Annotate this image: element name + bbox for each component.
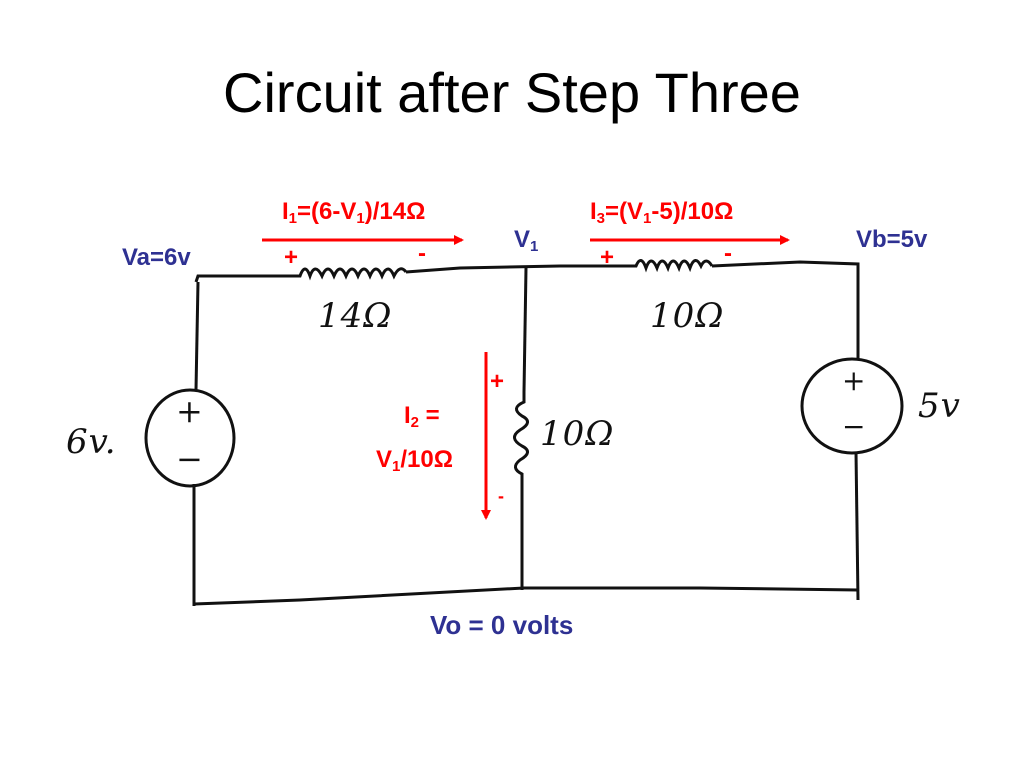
node-label-v1: V1: [514, 226, 539, 255]
voltage-source-left: [144, 388, 236, 488]
wire-middle-upper: [522, 267, 528, 393]
voltage-source-right: [800, 357, 904, 455]
resistor-10-mid-value: 10Ω: [540, 414, 615, 454]
source-right-value: 5v: [918, 386, 961, 426]
node-label-vb: Vb=5v: [856, 226, 928, 253]
r10mid-minus-sign: -: [498, 486, 504, 506]
resistor-14-zigzag: [292, 267, 408, 281]
r10top-plus-sign: +: [600, 244, 615, 271]
resistor-10-top-value: 10Ω: [650, 296, 725, 336]
slide-title: Circuit after Step Three: [223, 61, 801, 124]
resistor-14-value: 14Ω: [318, 296, 393, 336]
wire-bottom: [193, 586, 859, 606]
wire-top-right: [711, 260, 860, 360]
source-right-minus-sign: −: [842, 410, 867, 443]
resistor-10-top-zigzag: [620, 259, 714, 273]
current-label-i1: I1=(6-V1)/14Ω: [282, 198, 426, 227]
wire-top-middle: [405, 264, 620, 274]
wire-left-upper: [194, 281, 200, 391]
r10top-minus-sign: -: [724, 240, 732, 267]
node-label-va: Va=6v: [122, 244, 191, 271]
r10mid-plus-sign: +: [490, 368, 505, 395]
source-right-plus-sign: +: [842, 364, 867, 397]
wire-right-lower: [854, 451, 860, 601]
current-label-i3: I3=(V1-5)/10Ω: [590, 198, 734, 227]
current-label-i2-line1: I2 =: [404, 402, 440, 431]
current-label-i2-line2: V1/10Ω: [376, 446, 453, 475]
source-left-value: 6v.: [66, 422, 117, 462]
wire-top-left: [194, 274, 292, 283]
resistor-10-mid-zigzag: [513, 392, 529, 486]
r14-minus-sign: -: [418, 240, 426, 267]
r14-plus-sign: +: [284, 244, 299, 271]
source-left-minus-sign: −: [176, 440, 204, 478]
source-left-plus-sign: +: [176, 392, 204, 430]
node-label-vo: Vo = 0 volts: [430, 610, 574, 640]
